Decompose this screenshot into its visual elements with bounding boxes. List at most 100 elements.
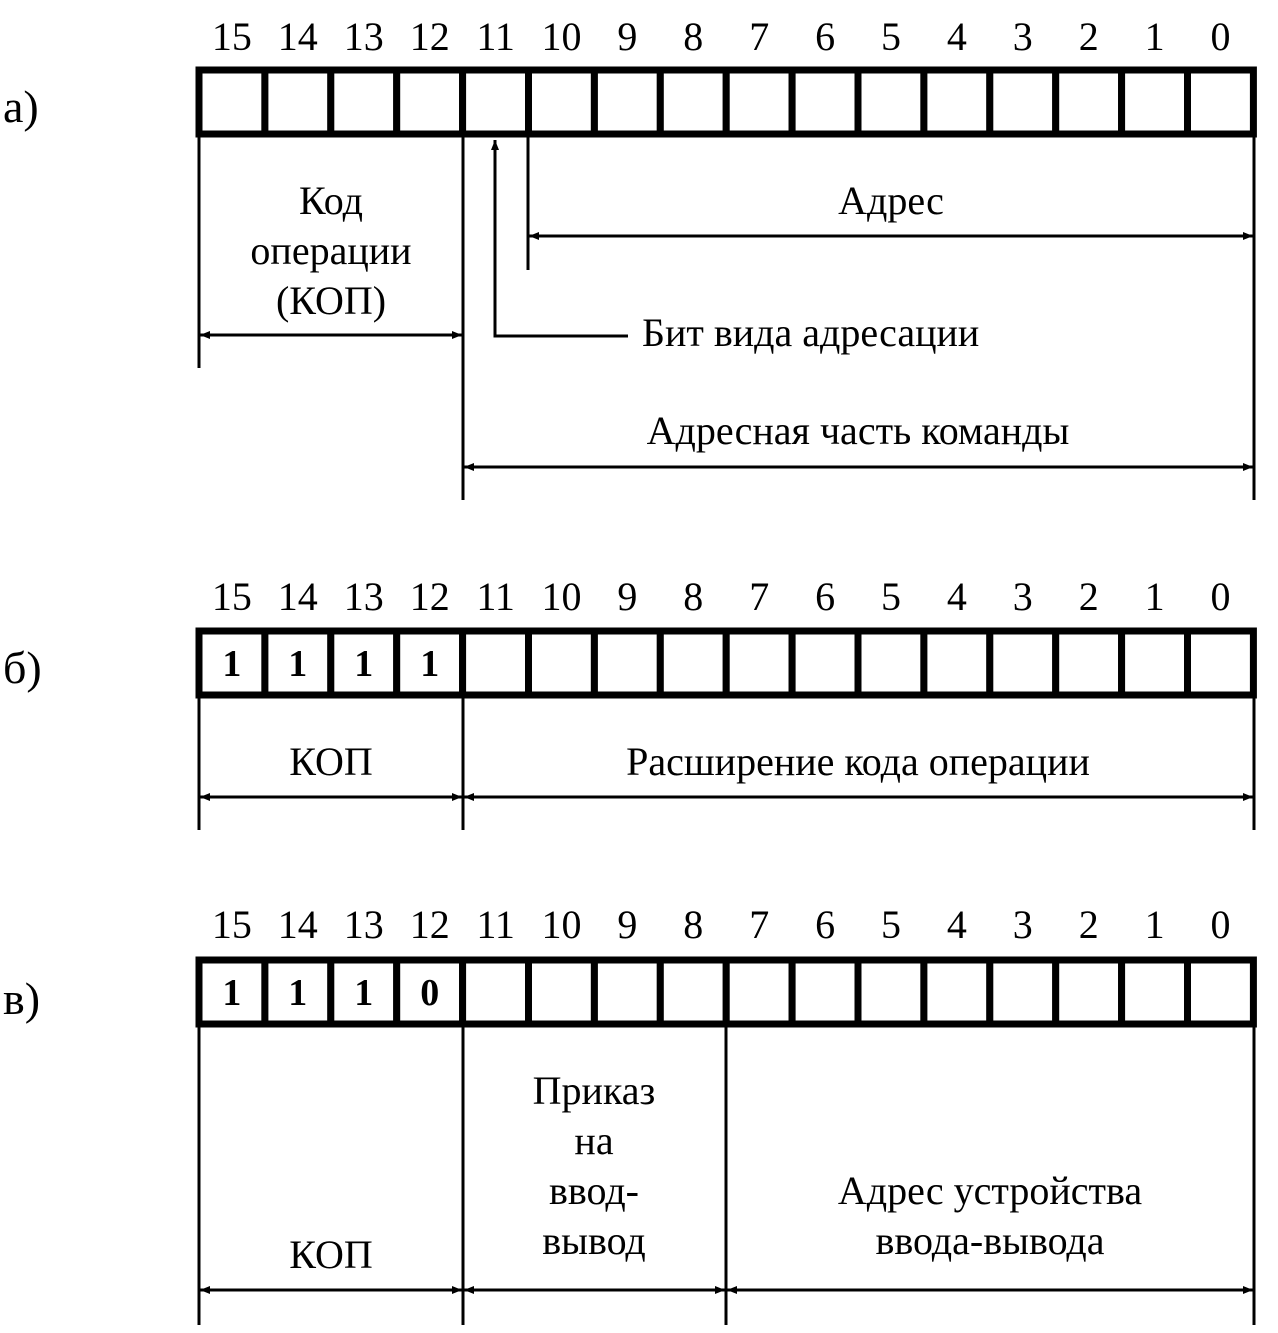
bit-number: 14	[278, 574, 318, 619]
opcode-label-line2: операции	[250, 228, 411, 273]
bit-number: 11	[476, 574, 515, 619]
io-command-label-line1: Приказ	[533, 1068, 656, 1113]
bit-number: 10	[542, 902, 582, 947]
panel-label-b: б)	[3, 642, 42, 693]
bit-cell	[788, 956, 862, 1028]
bit-cell	[920, 956, 994, 1028]
bit-number: 1	[1145, 902, 1165, 947]
bit-number: 12	[410, 14, 450, 59]
bit-number: 6	[815, 902, 835, 947]
opcode-label: КОП	[289, 739, 372, 784]
opcode-label-line3: (КОП)	[276, 278, 386, 323]
bit-number: 12	[410, 902, 450, 947]
bit-number: 8	[683, 14, 703, 59]
bit-number: 4	[947, 14, 967, 59]
opcode-label: КОП	[289, 1232, 372, 1277]
bit-number: 15	[212, 574, 252, 619]
bit-cell	[261, 66, 335, 138]
bit-cell	[1184, 627, 1257, 699]
bit-cell	[525, 66, 598, 138]
bit-cell-value: 1	[420, 643, 439, 685]
bit-number: 6	[815, 574, 835, 619]
bit-number: 11	[476, 902, 515, 947]
bit-cell-value: 1	[222, 972, 241, 1014]
bit-cell	[1184, 66, 1257, 138]
addressing-bit-pointer	[491, 140, 628, 338]
bit-number: 3	[1013, 14, 1033, 59]
bit-number: 5	[881, 574, 901, 619]
bit-number: 0	[1211, 902, 1231, 947]
bit-number: 0	[1211, 14, 1231, 59]
panel-label-a: а)	[3, 81, 39, 132]
bit-cell	[986, 956, 1060, 1028]
bit-number: 7	[749, 902, 769, 947]
bit-number: 14	[278, 902, 318, 947]
device-address-label-line2: ввода-вывода	[875, 1218, 1104, 1263]
bit-number: 2	[1079, 574, 1099, 619]
bit-cell	[854, 66, 928, 138]
bit-number: 14	[278, 14, 318, 59]
bit-number: 10	[542, 574, 582, 619]
bit-cell	[1118, 627, 1191, 699]
bit-number: 15	[212, 902, 252, 947]
bit-cell	[393, 66, 467, 138]
bit-cell	[195, 66, 269, 138]
bit-number: 3	[1013, 902, 1033, 947]
bit-number: 9	[617, 14, 637, 59]
bit-number: 4	[947, 574, 967, 619]
bit-number: 3	[1013, 574, 1033, 619]
bit-cell	[920, 66, 994, 138]
bit-number: 13	[344, 14, 384, 59]
bit-cell-value: 1	[354, 643, 373, 685]
bit-number: 13	[344, 574, 384, 619]
bit-cell-value: 1	[222, 643, 241, 685]
register-c: 1 1 1 0	[195, 956, 1257, 1028]
bit-cell	[327, 956, 401, 1028]
bit-number: 15	[212, 14, 252, 59]
bit-cell	[656, 66, 730, 138]
addressing-bit-label: Бит вида адресации	[642, 310, 979, 355]
bit-cell	[459, 66, 533, 138]
register-b: 1 1 1 1	[195, 627, 1257, 699]
bit-cell	[1118, 956, 1191, 1028]
register-a	[195, 66, 1257, 138]
bit-cell	[195, 627, 269, 699]
bit-cell	[1052, 956, 1126, 1028]
address-label: Адрес	[838, 178, 944, 223]
bit-number: 5	[881, 902, 901, 947]
device-address-label-line1: Адрес устройства	[838, 1168, 1142, 1213]
bit-number: 1	[1145, 574, 1165, 619]
bit-cell	[722, 66, 796, 138]
bit-number: 2	[1079, 902, 1099, 947]
io-command-label-line3: ввод-	[549, 1168, 639, 1213]
bit-cell	[656, 956, 730, 1028]
bit-cell	[1184, 956, 1257, 1028]
bit-cell	[459, 956, 533, 1028]
bit-number: 13	[344, 902, 384, 947]
address-part-label: Адресная часть команды	[647, 408, 1070, 453]
bit-cell-value: 1	[288, 972, 307, 1014]
bit-cell	[722, 627, 796, 699]
bit-cell-value: 1	[288, 643, 307, 685]
bit-number: 9	[617, 902, 637, 947]
bit-cell	[195, 956, 269, 1028]
bit-cell-value: 1	[354, 972, 373, 1014]
bit-cell	[788, 66, 862, 138]
bit-cell	[854, 627, 928, 699]
bit-cell	[920, 627, 994, 699]
bit-number: 5	[881, 14, 901, 59]
bit-number: 8	[683, 902, 703, 947]
bit-cell	[590, 627, 664, 699]
bit-cell	[656, 627, 730, 699]
bit-number: 0	[1211, 574, 1231, 619]
bit-cell-value: 0	[420, 972, 439, 1014]
bit-cell	[722, 956, 796, 1028]
bit-number: 12	[410, 574, 450, 619]
bit-number: 8	[683, 574, 703, 619]
